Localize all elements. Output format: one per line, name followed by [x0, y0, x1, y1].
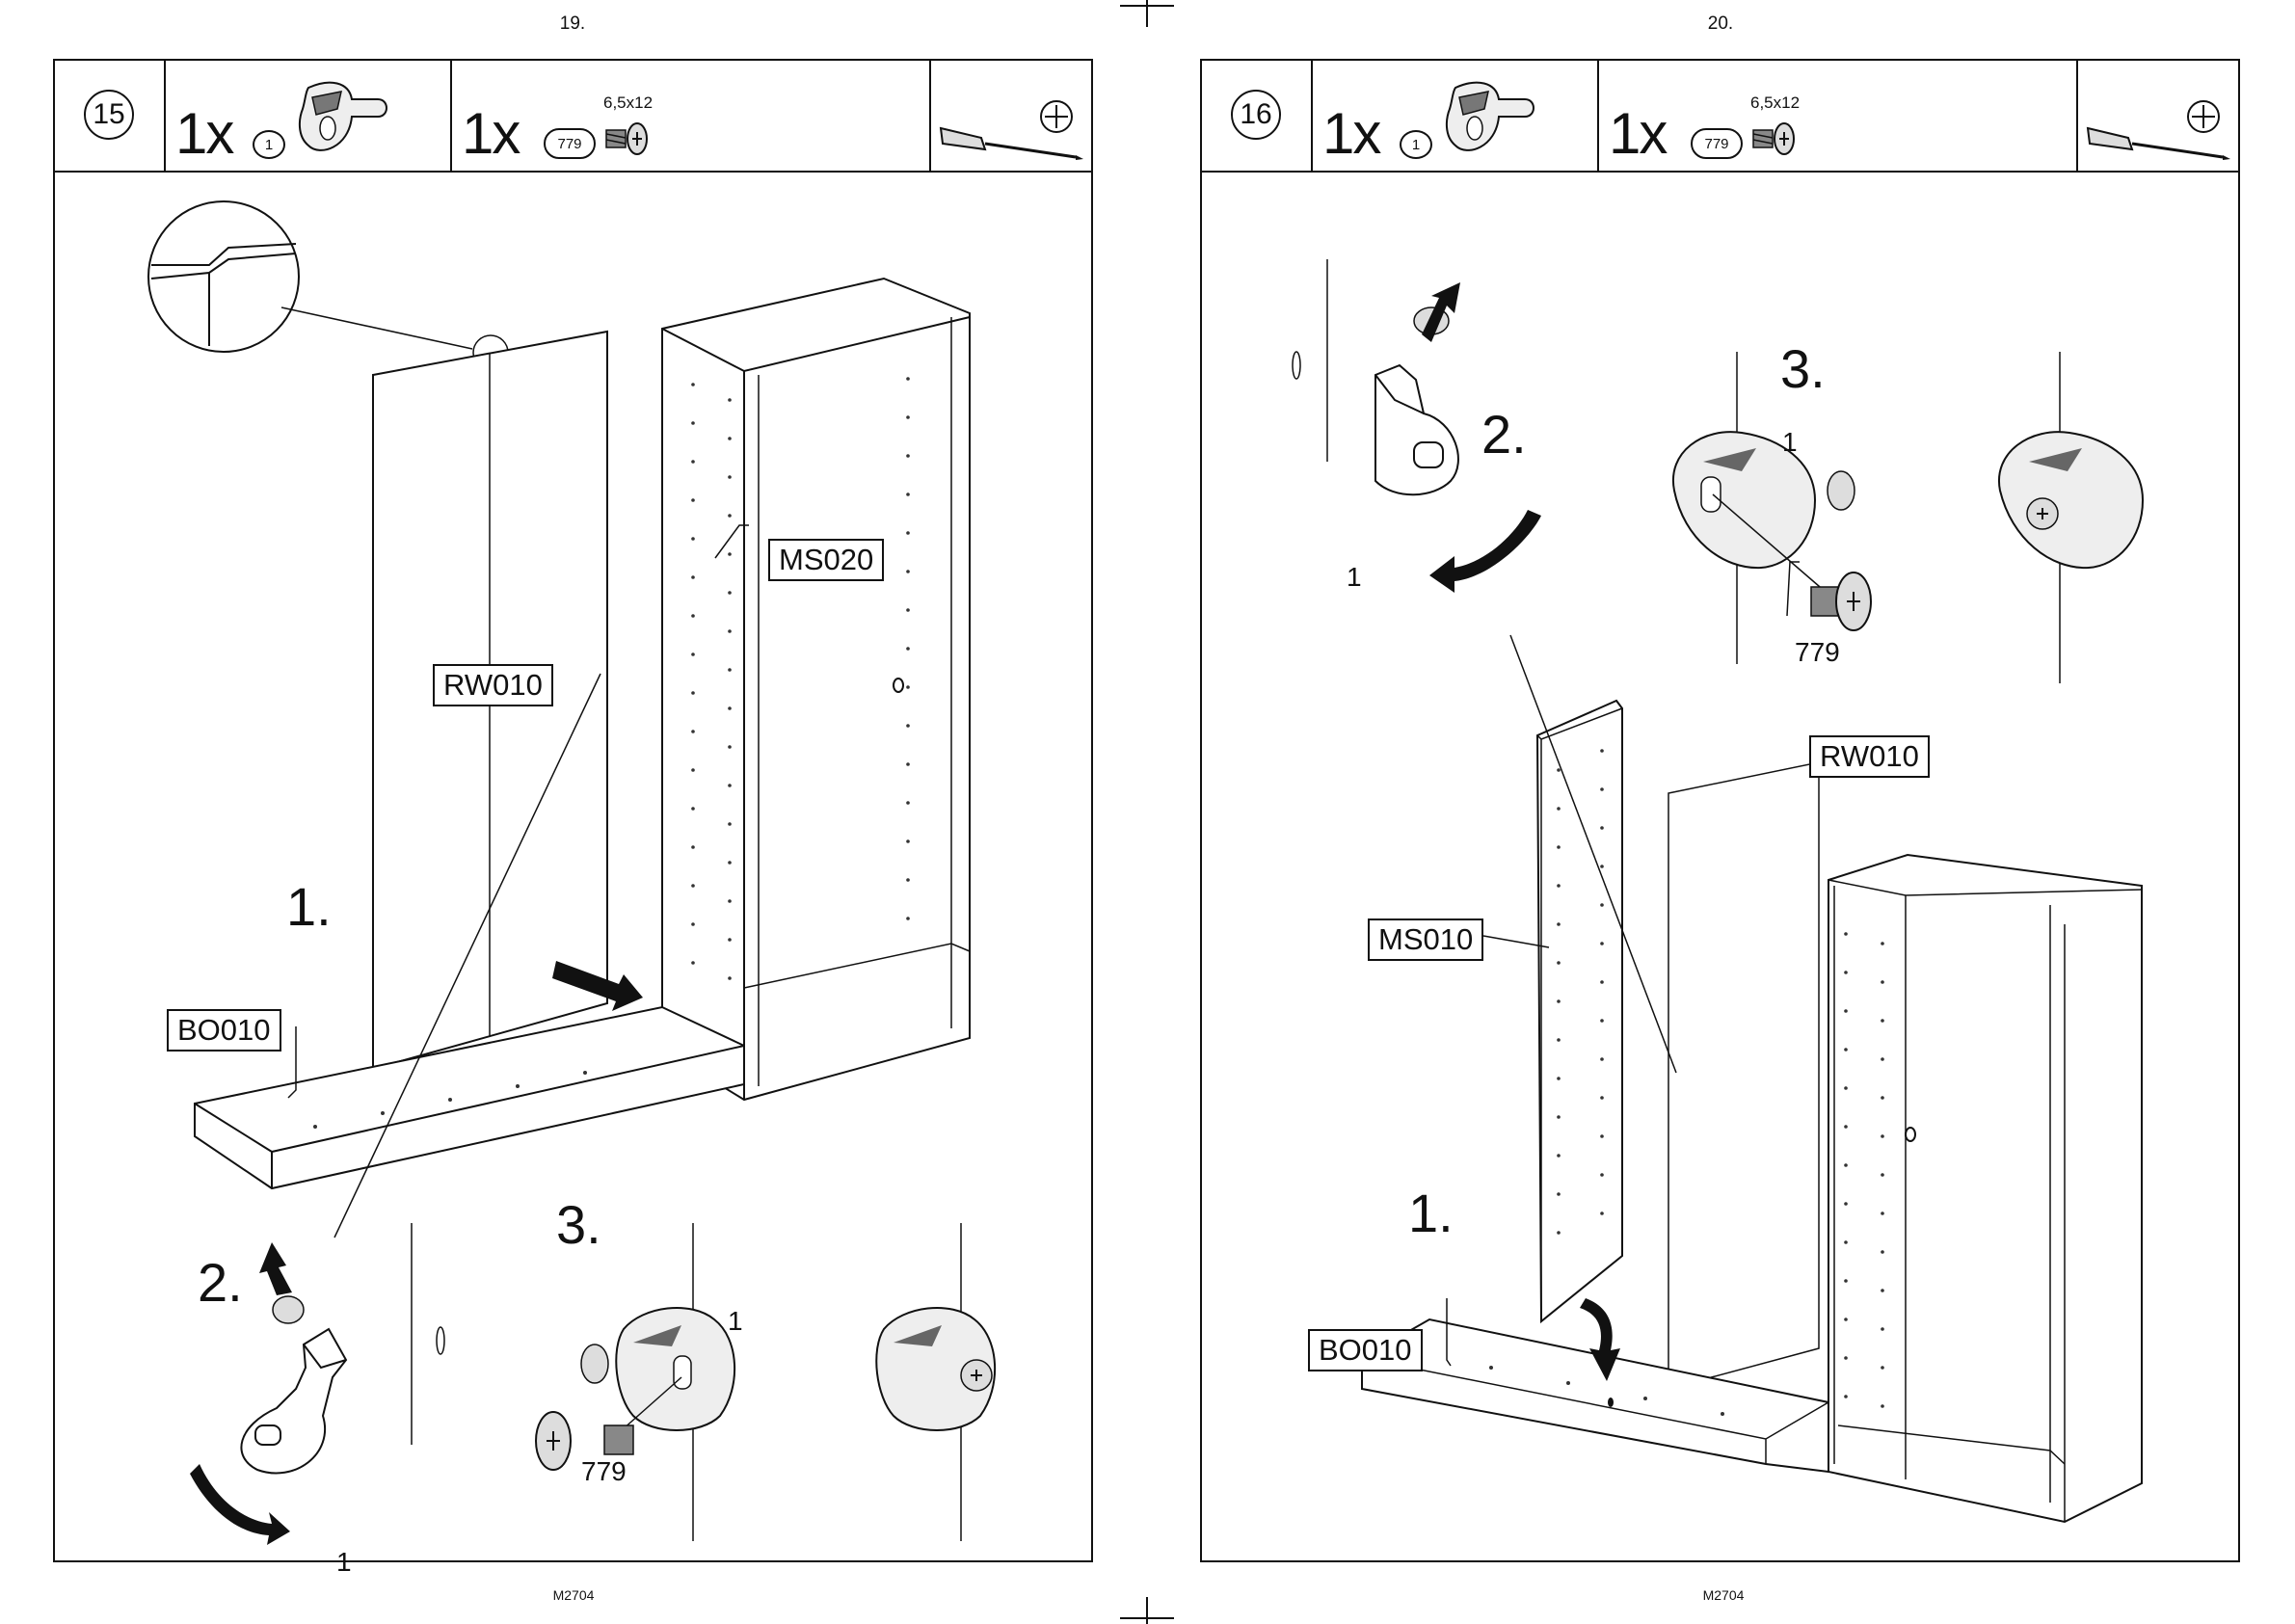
step-frame-left: 15 1x 1 1x 779 6,5x12: [53, 59, 1093, 1562]
page-number-right: 20.: [1663, 13, 1778, 35]
phillips-head-icon: [2078, 61, 2238, 171]
parts-header-left: 15 1x 1 1x 779 6,5x12: [55, 61, 1091, 173]
part-screw-cell: 1x 779 6,5x12: [1599, 61, 2078, 171]
callout-clip-b: 1: [1782, 427, 1798, 458]
parts-header-right: 16 1x 1 1x 779 6,5x12: [1202, 61, 2238, 173]
substep-2: 2.: [198, 1256, 243, 1310]
substep-1: 1.: [286, 880, 332, 934]
footer-code-right: M2704: [1656, 1587, 1791, 1603]
part-label-base: BO010: [1308, 1329, 1423, 1371]
step-frame-right: 16 1x 1 1x 779 6,5x12: [1200, 59, 2240, 1562]
screw-icon: [1599, 61, 2078, 171]
cam-clip-icon: [166, 61, 452, 171]
substep-3: 3.: [1780, 342, 1826, 396]
part-label-cabinet: MS020: [768, 539, 884, 581]
part-label-panel: RW010: [1809, 735, 1930, 778]
part-label-base: BO010: [167, 1009, 281, 1052]
callout-screw: 779: [581, 1456, 627, 1487]
tool-cell: [931, 61, 1091, 171]
footer-code-left: M2704: [506, 1587, 641, 1603]
cabinet-illustration: [55, 173, 1091, 1560]
part-label-panel: RW010: [433, 664, 553, 706]
callout-clip: 1: [1347, 562, 1362, 593]
callout-clip: 1: [336, 1547, 352, 1578]
callout-clip-b: 1: [728, 1306, 743, 1337]
page-number-left: 19.: [515, 13, 630, 35]
step-number: 16: [1231, 90, 1281, 140]
screw-icon: [452, 61, 931, 171]
cam-clip-icon: [1313, 61, 1599, 171]
step-number: 15: [84, 90, 134, 140]
part-clip-cell: 1x 1: [166, 61, 452, 171]
part-label-side: MS010: [1368, 918, 1483, 961]
substep-2: 2.: [1481, 408, 1527, 462]
tool-cell: [2078, 61, 2238, 171]
callout-screw: 779: [1795, 637, 1840, 668]
part-screw-cell: 1x 779 6,5x12: [452, 61, 931, 171]
substep-1: 1.: [1408, 1186, 1454, 1240]
assembly-drawing-right: RW010 MS010 BO010 1. 2. 3. 1 779 1: [1202, 173, 2238, 1560]
substep-3: 3.: [556, 1198, 601, 1252]
phillips-head-icon: [931, 61, 1091, 171]
part-clip-cell: 1x 1: [1313, 61, 1599, 171]
assembly-drawing-left: RW010 MS020 BO010 1. 2. 3. 1 779 1: [55, 173, 1091, 1560]
